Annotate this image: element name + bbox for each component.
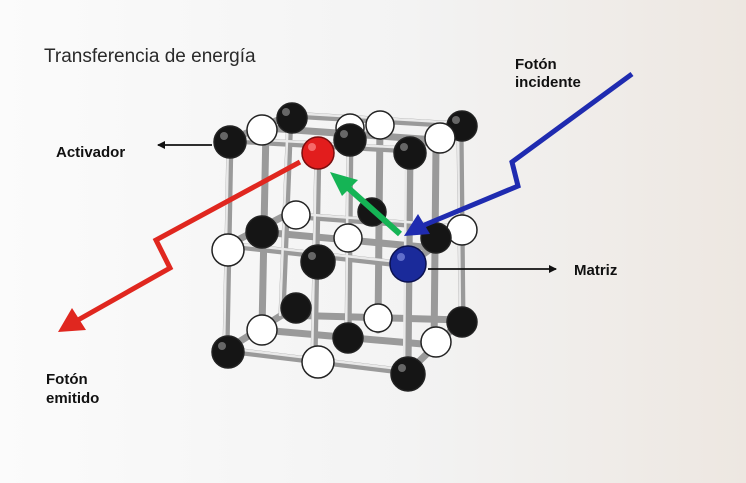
atom-white	[420, 326, 452, 358]
atom-black	[446, 306, 478, 338]
atom-black	[211, 335, 245, 369]
atom-white	[211, 233, 245, 267]
emitted-photon-arrow	[58, 159, 302, 332]
emitted-photon-label-line1: Fotón	[46, 371, 88, 388]
atom-black	[420, 222, 452, 254]
page-title: Transferencia de energía	[44, 46, 256, 67]
atom-white	[246, 314, 278, 346]
incident-photon-label: Fotón incidente	[515, 56, 581, 92]
atom-white	[246, 114, 278, 146]
atom-black	[280, 292, 312, 324]
incident-photon-arrow	[404, 71, 634, 236]
atom-sheen	[218, 108, 460, 372]
atom-white	[281, 200, 311, 230]
atom-white	[301, 345, 335, 379]
atom-black	[332, 322, 364, 354]
emitted-photon-label: Fotón emitido	[46, 370, 99, 408]
energy-transfer-arrow	[330, 172, 402, 237]
atom-white	[333, 223, 363, 253]
atom-white	[363, 303, 393, 333]
matrix-label: Matriz	[574, 262, 618, 279]
atom-black	[390, 356, 426, 392]
atom-white	[365, 110, 395, 140]
activator-atom	[301, 136, 335, 170]
matrix-atom	[389, 245, 427, 283]
atom-black	[213, 125, 247, 159]
lattice-atoms	[211, 102, 478, 392]
atom-black	[245, 215, 279, 249]
atom-black	[333, 123, 367, 157]
atom-black	[393, 136, 427, 170]
incident-photon-label-line1: Fotón	[515, 56, 557, 73]
atom-black	[276, 102, 308, 134]
activator-label: Activador	[56, 144, 126, 161]
incident-photon-label-line2: incidente	[515, 74, 581, 91]
emitted-photon-label-line2: emitido	[46, 390, 100, 407]
atom-white	[424, 122, 456, 154]
atom-black	[300, 244, 336, 280]
